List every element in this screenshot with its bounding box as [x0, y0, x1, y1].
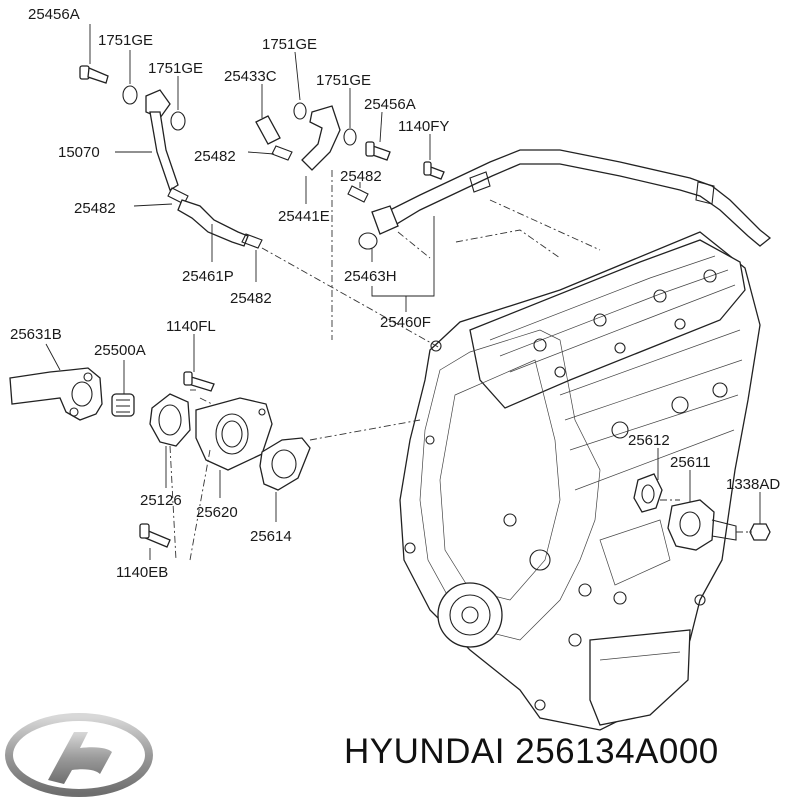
thermostat-group-drawing [9, 367, 771, 551]
callout-25463h: 25463H [344, 268, 397, 285]
leader-lines [45, 24, 761, 560]
callout-25620: 25620 [196, 504, 238, 521]
callout-25612: 25612 [628, 432, 670, 449]
callout-1140eb: 1140EB [116, 564, 168, 581]
callout-1338ad: 1338AD [726, 476, 780, 493]
callout-1751ge-2: 1751GE [262, 36, 317, 53]
callout-25460f: 25460F [380, 314, 431, 331]
callout-25456a-top: 25456A [28, 6, 80, 23]
callout-25482-4: 25482 [230, 290, 272, 307]
callout-labels: 25456A 1751GE 1751GE 1751GE 25433C 1751G… [10, 6, 780, 581]
callout-25461p: 25461P [182, 268, 234, 285]
reference-dash-lines [169, 170, 752, 561]
callout-15070: 15070 [58, 144, 100, 161]
callout-25611: 25611 [670, 454, 711, 471]
coolant-pipes-drawing [79, 65, 772, 250]
callout-1140fy: 1140FY [398, 118, 449, 135]
part-number-caption: HYUNDAI 256134A000 [344, 732, 719, 771]
callout-25500a: 25500A [94, 342, 146, 359]
callout-25433c: 25433C [224, 68, 277, 85]
callout-1751ge-1: 1751GE [98, 32, 153, 49]
callout-25126: 25126 [140, 492, 182, 509]
callout-25614: 25614 [250, 528, 292, 545]
callout-25631b: 25631B [10, 326, 62, 343]
callout-25482-3: 25482 [74, 200, 116, 217]
engine-block-drawing [399, 231, 761, 731]
callout-1140fl: 1140FL [166, 318, 216, 335]
callout-25456a-right: 25456A [364, 96, 416, 113]
hyundai-logo-icon [5, 713, 153, 797]
callout-25482-2: 25482 [340, 168, 382, 185]
callout-25441e: 25441E [278, 208, 330, 225]
callout-25482-1: 25482 [194, 148, 236, 165]
callout-1751ge-4: 1751GE [316, 72, 371, 89]
callout-1751ge-3: 1751GE [148, 60, 203, 77]
